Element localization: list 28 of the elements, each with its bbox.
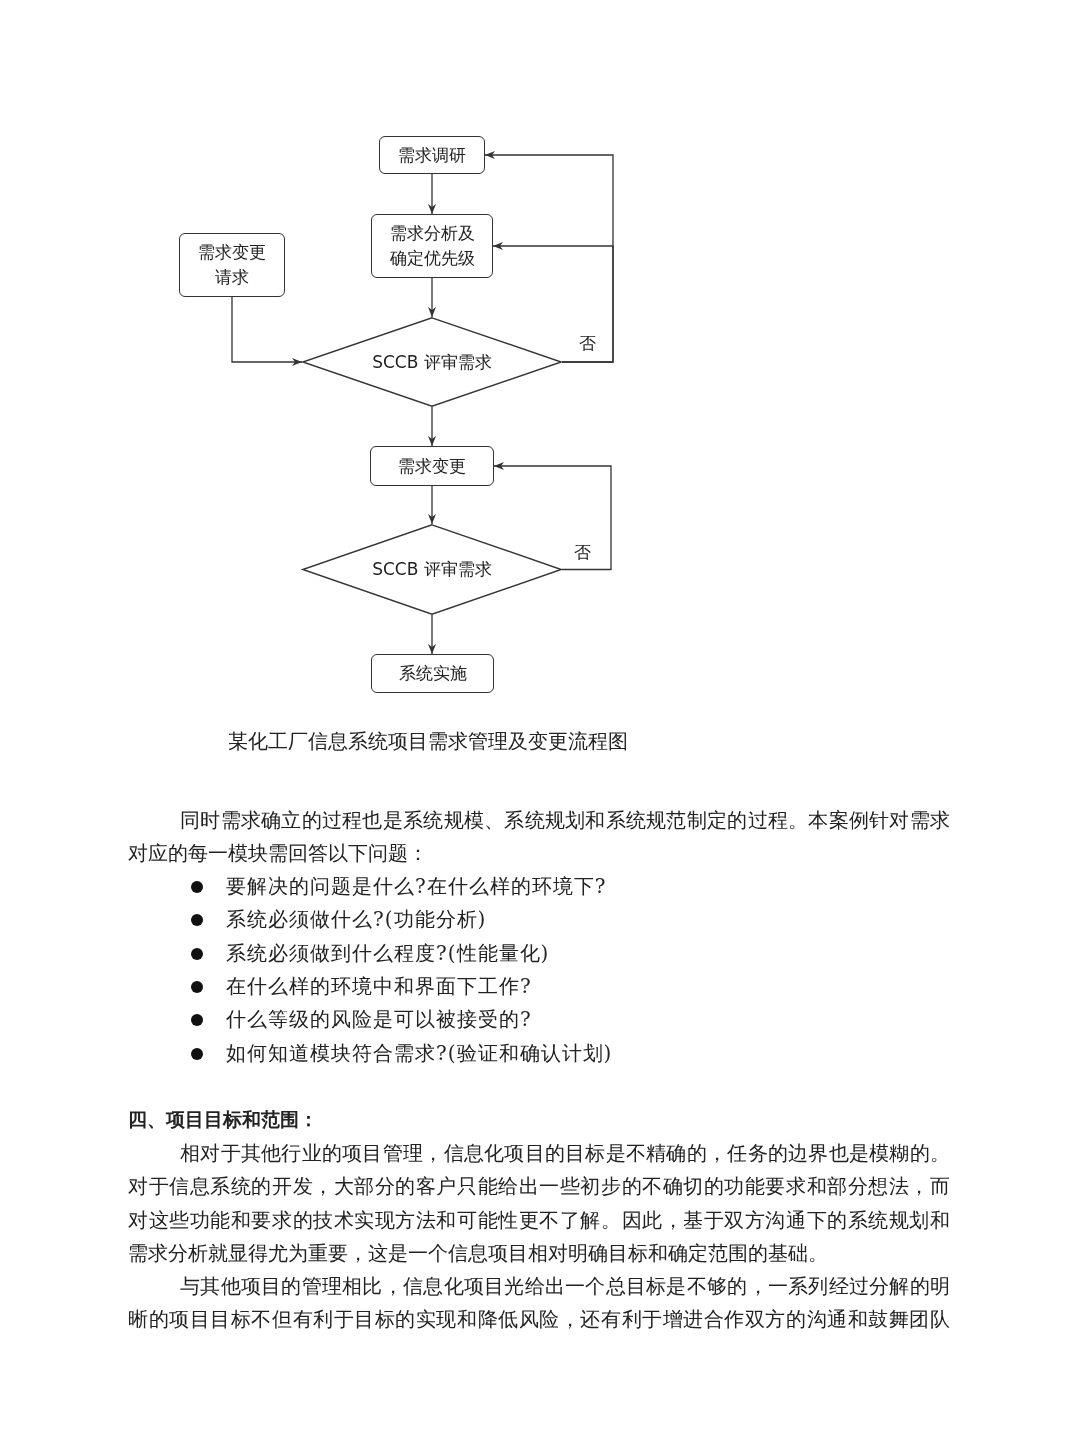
list-item: 要解决的问题是什么?在什么样的环境下? — [226, 873, 607, 900]
process-box: 需求变更请求 — [179, 233, 285, 297]
process-box: 系统实施 — [371, 654, 494, 693]
decision-diamond: SCCB 评审需求 — [302, 524, 562, 615]
list-item: 在什么样的环境中和界面下工作? — [226, 973, 532, 1000]
section-heading: 四、项目目标和范围： — [128, 1107, 318, 1132]
list-item: 系统必须做到什么程度?(性能量化) — [226, 940, 550, 967]
list-item: 如何知道模块符合需求?(验证和确认计划) — [226, 1040, 613, 1067]
arrow — [428, 406, 436, 447]
arrow — [493, 462, 612, 571]
arrow — [428, 485, 436, 525]
list-item: 什么等级的风险是可以被接受的? — [226, 1006, 532, 1033]
paragraph: 与其他项目的管理相比，信息化项目光给出一个总目标是不够的，一系列经过分解的明晰的项目目标不但有利于目标的实现和降低风险，还有利于增进合作双方的沟通和鼓舞团队 — [128, 1273, 950, 1334]
process-box: 需求变更 — [370, 446, 494, 486]
process-box: 需求分析及确定优先级 — [371, 214, 493, 278]
arrow — [428, 277, 436, 318]
list-item: 系统必须做什么?(功能分析) — [226, 906, 487, 933]
paragraph: 相对于其他行业的项目管理，信息化项目的目标是不精确的，任务的边界也是模糊的。对于信息系统的开发，大部分的客户只能给出一些初步的不确切的功能要求和部分想法，而对这些功能和要求的技术实现方法和可能性更不了解。因此，基于双方沟通下的系统规划和需求分析就显得尤为重要，这是一个信息项目相对明确目标和确定范围的基础。 — [128, 1140, 950, 1268]
edge-label: 否 — [577, 333, 597, 353]
arrow — [428, 614, 436, 655]
decision-diamond: SCCB 评审需求 — [302, 317, 562, 407]
figure-caption: 某化工厂信息系统项目需求管理及变更流程图 — [228, 728, 628, 754]
arrow — [231, 296, 303, 366]
arrow — [428, 173, 436, 215]
process-box: 需求调研 — [379, 136, 485, 174]
paragraph: 同时需求确立的过程也是系统规模、系统规划和系统规范制定的过程。本案例针对需求对应的每一模块需回答以下问题： — [128, 807, 950, 868]
edge-label: 否 — [572, 542, 592, 562]
arrow — [492, 242, 614, 363]
